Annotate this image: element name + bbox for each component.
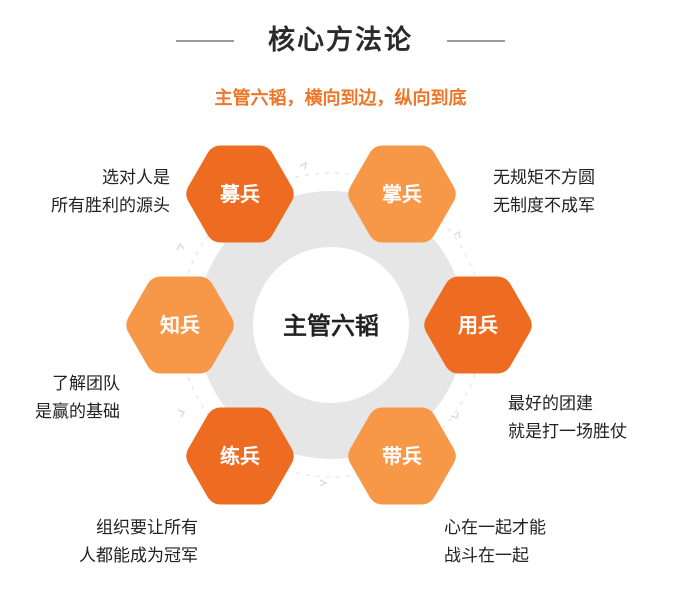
hexagon-label: 练兵 [220, 444, 260, 468]
hexagon-shape [424, 276, 532, 374]
arrow-icon [299, 161, 307, 170]
hex-yongbing: 用兵 [424, 276, 532, 374]
note-zhangbing: 无规矩不方圆 无制度不成军 [493, 164, 663, 220]
note-line: 组织要让所有 [96, 518, 198, 538]
hexagon-label: 掌兵 [382, 182, 422, 206]
hexagon-shape [186, 407, 294, 505]
note-yongbing: 最好的团建 就是打一场胜仗 [508, 390, 678, 446]
center-circle [255, 249, 407, 401]
note-zhibing: 了解团队 是赢的基础 [10, 370, 120, 426]
note-mubing: 选对人是 所有胜利的源头 [20, 164, 170, 220]
title-right-line [447, 40, 505, 42]
arrow-icon [177, 409, 186, 418]
page-title: 核心方法论 [268, 25, 413, 56]
hex-zhibing: 知兵 [126, 276, 234, 374]
center-label: 主管六韬 [283, 312, 379, 340]
arrow-icon [319, 479, 328, 487]
hexagon-shape [186, 145, 294, 243]
note-line: 是赢的基础 [35, 402, 120, 422]
hexagon-shape [126, 276, 234, 374]
hex-daibing: 带兵 [348, 407, 456, 505]
arrow-icon [176, 242, 185, 251]
note-line: 就是打一场胜仗 [508, 422, 627, 442]
title-row: 核心方法论 [0, 18, 681, 58]
note-line: 无规矩不方圆 [493, 168, 595, 188]
hexagon-label: 带兵 [382, 444, 422, 468]
hex-mubing: 募兵 [186, 145, 294, 243]
note-line: 了解团队 [52, 374, 120, 394]
note-lianbing: 组织要让所有 人都能成为冠军 [20, 514, 198, 570]
arrow-icon [450, 411, 459, 419]
note-line: 无制度不成军 [493, 196, 595, 216]
arrow-icon [453, 230, 461, 239]
note-line: 最好的团建 [508, 394, 593, 414]
note-line: 选对人是 [102, 168, 170, 188]
hexagon-label: 知兵 [160, 313, 200, 337]
subtitle: 主管六韬，横向到边，纵向到底 [214, 88, 467, 109]
note-line: 心在一起才能 [444, 518, 546, 538]
hexagon-label: 募兵 [219, 182, 260, 206]
hex-zhangbing: 掌兵 [348, 145, 456, 243]
note-line: 人都能成为冠军 [79, 546, 198, 566]
note-daibing: 心在一起才能 战斗在一起 [444, 514, 624, 570]
hexagon-shape [348, 407, 456, 505]
title-left-line [176, 40, 234, 42]
hex-lianbing: 练兵 [186, 407, 294, 505]
note-line: 战斗在一起 [444, 546, 529, 566]
hexagon-shape [348, 145, 456, 243]
note-line: 所有胜利的源头 [51, 196, 170, 216]
hexagon-label: 用兵 [458, 313, 498, 337]
